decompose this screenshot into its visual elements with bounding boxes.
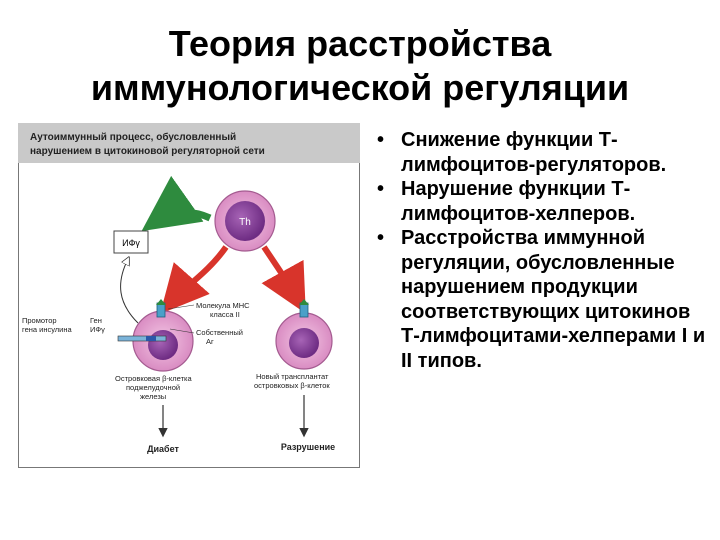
ifn-box: ИФγ: [113, 230, 149, 254]
ifn-label: ИФγ: [122, 238, 140, 248]
islet-caption-line-2: поджелудочной: [126, 383, 180, 392]
gene-line-1: Ген: [90, 316, 102, 325]
bullet-text: Расстройства иммунной регуляции, обуслов…: [401, 227, 706, 372]
figure-frame: [18, 123, 360, 468]
promoter-line-2: гена инсулина: [22, 325, 73, 334]
green-arrow: [141, 175, 212, 232]
transplant-caption-line-1: Новый трансплантат: [256, 372, 329, 381]
bullet-item: • Расстройства иммунной регуляции, обусло…: [377, 226, 707, 373]
th-label: Th: [239, 217, 251, 228]
transplant-cell: [275, 299, 333, 370]
slide-title: Теория расстройства иммунологической рег…: [0, 22, 720, 110]
red-arrow-right: [261, 245, 306, 314]
figure-header-band: [18, 123, 360, 163]
islet-caption-line-3: железы: [140, 392, 166, 401]
diabetes-label: Диабет: [147, 444, 179, 454]
figure-header-line-1: Аутоиммунный процесс, обусловленный: [30, 131, 236, 143]
th-cell: Th: [214, 190, 276, 252]
bullet-text: Нарушение функции Т-лимфоцитов-хелперов.: [401, 178, 636, 225]
mhc-line-1: Молекула МНС: [196, 301, 250, 310]
bullet-item: • Снижение функции Т-лимфоцитов-регулятор…: [377, 128, 707, 177]
mhc-line-2: класса II: [210, 310, 240, 319]
bullet-text: Снижение функции Т-лимфоцитов-регуляторо…: [401, 129, 667, 176]
islet-caption-line-1: Островковая β-клетка: [115, 374, 192, 383]
promoter-line-1: Промотор: [22, 316, 57, 325]
mhc-leader: [167, 304, 195, 310]
bullet-dot: •: [377, 227, 385, 249]
bullet-dot: •: [377, 178, 385, 200]
title-line-1: Теория расстройства: [168, 23, 552, 64]
red-arrow-left: [160, 245, 229, 314]
gene-line-2: ИФγ: [90, 325, 105, 334]
title-line-2: иммунологической регуляции: [90, 67, 630, 108]
bullet-item: • Нарушение функции Т-лимфоцитов-хелперов…: [377, 177, 707, 226]
ifn-arrow: [120, 259, 139, 324]
self-ag-leader: [169, 328, 195, 334]
transplant-caption-line-2: островковых β-клеток: [254, 381, 330, 390]
self-ag-line-2: Аг: [206, 337, 214, 346]
self-ag-line-1: Собственный: [196, 328, 243, 337]
bullet-dot: •: [377, 129, 385, 151]
islet-beta-cell: [117, 299, 194, 372]
figure-header-line-2: нарушением в цитокиновой регуляторной се…: [30, 146, 265, 157]
bullet-list: • Снижение функции Т-лимфоцитов-регулятор…: [377, 128, 707, 373]
destruction-label: Разрушение: [281, 442, 335, 452]
immune-regulation-figure: Аутоиммунный процесс, обусловленный нару…: [18, 123, 360, 468]
